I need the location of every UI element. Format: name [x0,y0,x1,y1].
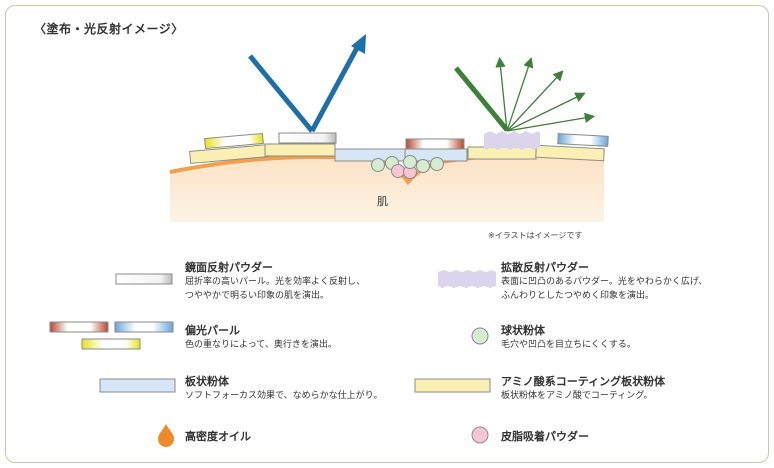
polarized-pearl-swatch-blue [114,321,174,333]
amino-plate-swatch [414,378,491,393]
polarized-pearl-swatch-yellow [81,338,141,350]
diagram-title: 〈塗布・光反射イメージ〉 [34,22,184,36]
reflected-ray-arrowhead [351,34,366,54]
oil-drop-swatch [158,424,174,447]
amino-plate-particle [264,143,336,157]
legend-amino-desc: 板状粉体をアミノ酸でコーティング。 [501,391,653,401]
polarized-pearl-particle [405,138,465,150]
legend-diffuse-title: 拡散反射パウダー [501,261,589,274]
legend-plate-desc: ソフトフォーカス効果で、なめらかな仕上がり。 [185,391,383,401]
sebum-powder-swatch [471,426,489,444]
illustration-note: ※イラストはイメージです [488,231,583,240]
legend-diffuse-desc: 表面に凹凸のあるパウダー。光をやわらかく広げ、 ふんわりとしたつやめく印象を演出… [501,277,708,301]
legend-sphere-title: 球状粉体 [501,324,545,337]
plate-powder-swatch [99,378,176,393]
polarized-pearl-particle [204,132,264,150]
spherical-powder-swatch [471,327,489,345]
spherical-powder-particle [403,155,417,169]
legend-polar-desc: 色の重なりによって、奥行きを演出。 [185,340,337,350]
diffuse-powder-particle [484,131,540,150]
diffused-light-rays [495,56,596,132]
diffuse-powder-swatch [438,270,496,288]
legend-polar-title: 偏光パール [185,324,240,337]
spherical-powder-particle [371,158,385,172]
legend-plate-title: 板状粉体 [185,375,229,388]
sebum-powder-particle [391,164,405,178]
amino-plate-particle [467,146,537,160]
legend-sebum-title: 皮脂吸着パウダー [501,430,589,443]
skin-label: 肌 [377,195,388,208]
legend-mirror-title: 鏡面反射パウダー [185,261,273,274]
legend-mirror-desc: 屈折率の高いパール。光を効率よく反射し、 つややかで明るい印象の肌を演出。 [185,277,366,301]
polarized-pearl-particle [557,133,609,147]
amino-plate-particle [535,144,605,162]
spherical-powder-particle [430,157,444,171]
spherical-powder-particle [416,159,430,173]
mirror-powder-swatch [115,273,173,285]
mirror-powder-particle [278,132,337,144]
legend-sphere-desc: 毛穴や凹凸を目立ちにくくする。 [501,340,636,350]
legend-oil-title: 高密度オイル [185,430,251,443]
polarized-pearl-swatch-red [49,321,109,333]
legend-amino-title: アミノ酸系コーティング板状粉体 [501,375,666,388]
incident-light-ray [248,54,314,133]
skin-surface [170,151,604,222]
reflected-light-ray [309,44,361,133]
incident-light-ray [454,66,509,132]
